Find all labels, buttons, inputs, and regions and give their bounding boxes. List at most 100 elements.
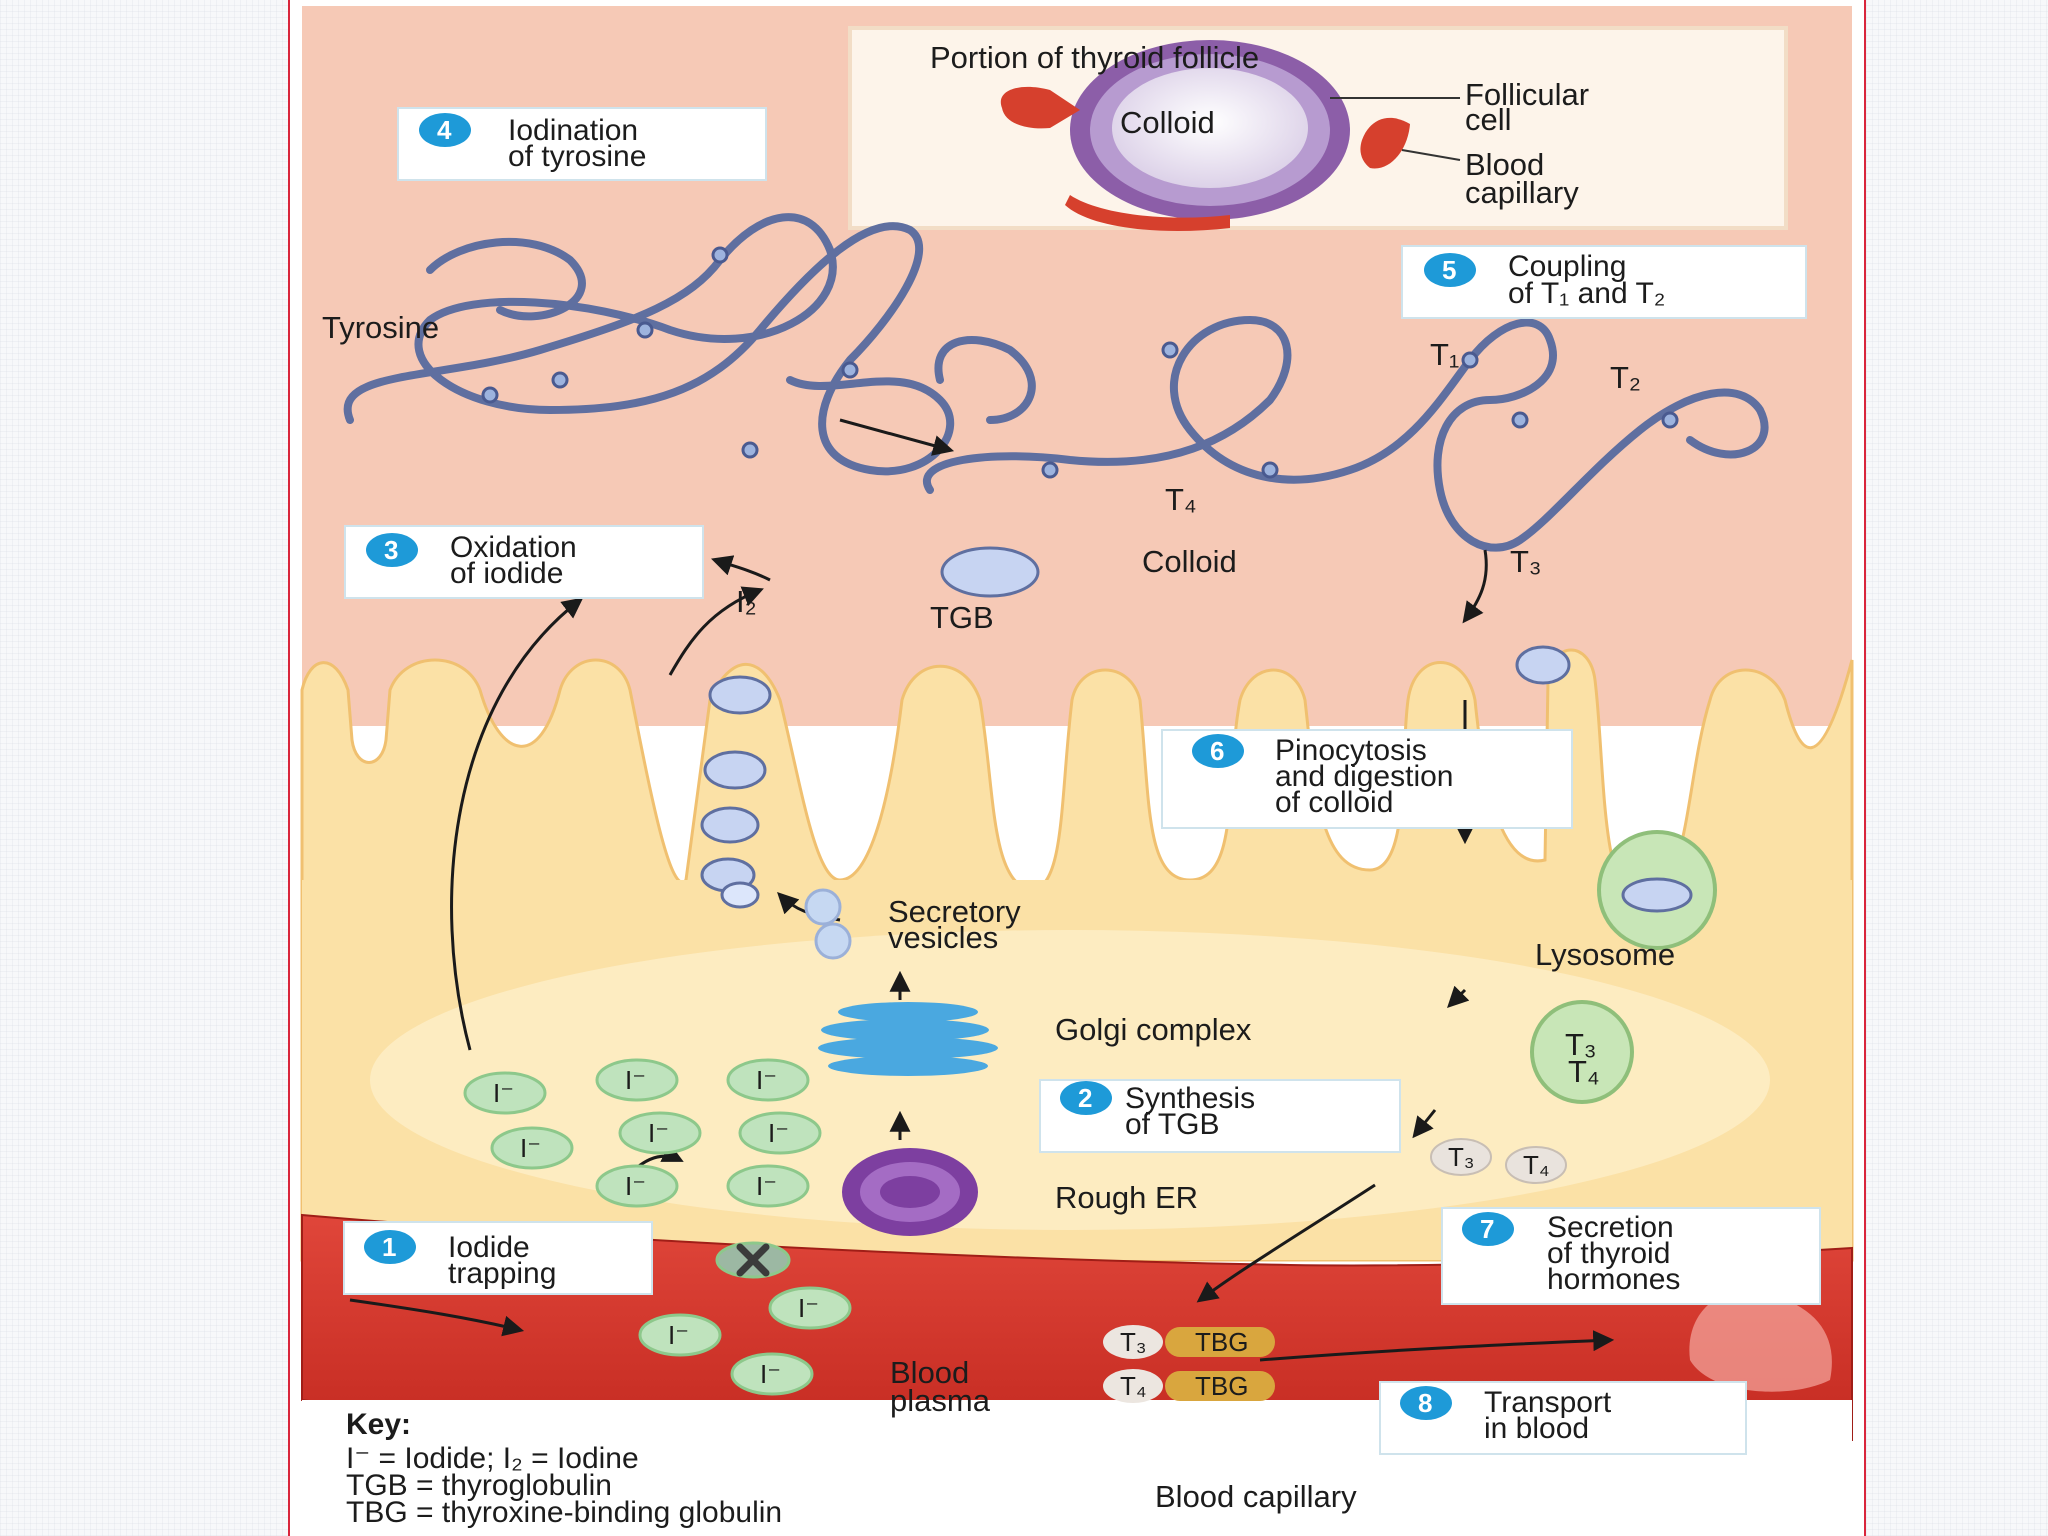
step-7-number: 7	[1480, 1214, 1494, 1244]
ion-label: I⁻	[648, 1118, 669, 1148]
step-1-line2: trapping	[448, 1257, 556, 1290]
blood-capillary-label: Blood capillary	[1155, 1479, 1357, 1514]
step-8-line2: in blood	[1484, 1412, 1589, 1445]
step-7-line3: hormones	[1547, 1263, 1680, 1296]
step-5-line1: Coupling	[1508, 250, 1626, 283]
key-line-3: TBG = thyroxine-binding globulin	[346, 1496, 782, 1529]
tbg-complexes: T₃ TBG T₄ TBG	[1103, 1325, 1275, 1403]
iodide-ions-cell-labels: I⁻ I⁻ I⁻ I⁻ I⁻ I⁻ I⁻ I⁻	[493, 1065, 789, 1201]
structure-labels: Tyrosine T₁ T₂ T₄ T₃ Colloid I₂ TGB Secr…	[322, 310, 1675, 1514]
released-t4-label: T₄	[1523, 1150, 1550, 1180]
blood-plasma-line1: Blood	[890, 1355, 969, 1390]
key-title: Key:	[346, 1408, 411, 1441]
step-6-line1: Pinocytosis	[1275, 734, 1427, 767]
step-2-number: 2	[1078, 1083, 1092, 1113]
inset-title: Portion of thyroid follicle	[930, 40, 1259, 75]
ion-label: I⁻	[520, 1133, 541, 1163]
thyroglobulin-chain-left	[343, 213, 955, 476]
inset-capillary-line2: capillary	[1465, 175, 1579, 210]
tyrosine-label: Tyrosine	[322, 310, 439, 345]
lysosome-t3-label: T₃	[1565, 1027, 1597, 1062]
ion-label: I⁻	[756, 1171, 777, 1201]
lysosome-label: Lysosome	[1535, 937, 1675, 972]
i2-label: I₂	[736, 584, 757, 619]
slide: Portion of thyroid follicle Colloid Foll…	[288, 0, 1866, 1536]
step-6-line2: and digestion	[1275, 760, 1453, 793]
ion-label: I⁻	[798, 1293, 819, 1323]
step-6-number: 6	[1210, 736, 1224, 766]
rough-er-label: Rough ER	[1055, 1180, 1198, 1215]
step-4-line1: Iodination	[508, 114, 638, 147]
tbg-t4-label: T₄	[1120, 1371, 1147, 1401]
key-legend: Key: I⁻ = Iodide; I₂ = Iodine TGB = thyr…	[346, 1408, 782, 1529]
inset-follicular-line1: Follicular	[1465, 77, 1589, 112]
step-3: 3 Oxidation of iodide	[344, 525, 704, 599]
thyroglobulin-chain-right	[923, 315, 1769, 552]
released-t3-label: T₃	[1448, 1142, 1474, 1172]
step-5-number: 5	[1442, 255, 1456, 285]
step-7: 7 Secretion of thyroid hormones	[1441, 1207, 1821, 1305]
ion-label: I⁻	[625, 1065, 646, 1095]
tbg-label-2: TBG	[1195, 1371, 1248, 1401]
t4-colloid-label: T₄	[1165, 482, 1197, 517]
golgi-complex	[818, 1002, 998, 1076]
ion-label: I⁻	[668, 1320, 689, 1350]
step-3-line1: Oxidation	[450, 531, 577, 564]
step-6-line3: of colloid	[1275, 786, 1393, 819]
step-1: 1 Iodide trapping	[343, 1221, 653, 1295]
inset-capillary-line1: Blood	[1465, 147, 1544, 182]
step-4: 4 Iodination of tyrosine	[397, 107, 767, 181]
secretory-vesicles	[804, 888, 852, 960]
transport-blocked-x-icon	[736, 1243, 770, 1277]
iodide-ions-blood-labels: I⁻ I⁻ I⁻	[668, 1293, 819, 1389]
step-4-line2: of tyrosine	[508, 140, 646, 173]
ion-label: I⁻	[760, 1359, 781, 1389]
follicle-inset: Portion of thyroid follicle Colloid Foll…	[848, 26, 1788, 232]
step-1-line1: Iodide	[448, 1231, 530, 1264]
t3-t4-released: T₃ T₄	[1430, 1138, 1567, 1184]
t1-label: T₁	[1430, 337, 1459, 372]
step-7-line2: of thyroid	[1547, 1237, 1670, 1270]
ion-label: I⁻	[756, 1065, 777, 1095]
lysosome-t4-label: T₄	[1568, 1054, 1600, 1089]
step-2-line2: of TGB	[1125, 1108, 1219, 1141]
ion-label: I⁻	[625, 1171, 646, 1201]
ion-label: I⁻	[493, 1078, 514, 1108]
step-7-line1: Secretion	[1547, 1211, 1674, 1244]
step-5: 5 Coupling of T₁ and T₂	[1401, 245, 1807, 319]
tgb-vesicle-path	[700, 546, 1571, 909]
inset-follicular-line2: cell	[1465, 102, 1512, 137]
secretory-line1: Secretory	[888, 894, 1021, 929]
step-8: 8 Transport in blood	[1379, 1381, 1747, 1455]
step-5-line2: of T₁ and T₂	[1508, 277, 1665, 310]
step-8-line1: Transport	[1484, 1386, 1612, 1419]
t2-label: T₂	[1610, 360, 1641, 395]
iodide-ions-cell	[463, 1058, 822, 1208]
colloid-label: Colloid	[1142, 544, 1237, 579]
lysosome-lower: T₃ T₄	[1530, 1000, 1634, 1104]
secretory-line2: vesicles	[888, 920, 998, 955]
key-line-2: TGB = thyroglobulin	[346, 1469, 612, 1502]
step-6: 6 Pinocytosis and digestion of colloid	[1161, 729, 1573, 829]
tgb-label: TGB	[930, 600, 994, 635]
step-4-number: 4	[437, 115, 452, 145]
inset-colloid-label: Colloid	[1120, 105, 1215, 140]
process-arrows	[349, 418, 1615, 1362]
blood-plasma-line2: plasma	[890, 1383, 991, 1418]
golgi-label: Golgi complex	[1055, 1012, 1252, 1047]
step-8-number: 8	[1418, 1388, 1432, 1418]
step-2: 2 Synthesis of TGB	[1039, 1079, 1401, 1153]
key-line-1: I⁻ = Iodide; I₂ = Iodine	[346, 1442, 639, 1475]
step-3-line2: of iodide	[450, 557, 563, 590]
ion-label: I⁻	[768, 1118, 789, 1148]
capillary-lumen-highlight	[1689, 1290, 1832, 1392]
step-3-number: 3	[384, 535, 398, 565]
tbg-label-1: TBG	[1195, 1327, 1248, 1357]
t3-colloid-label: T₃	[1510, 544, 1542, 579]
tyrosine-residues	[481, 246, 1679, 479]
lysosome-upper	[1597, 830, 1717, 950]
tbg-t3-label: T₃	[1120, 1327, 1146, 1357]
thyroid-hormone-diagram: Portion of thyroid follicle Colloid Foll…	[300, 6, 1854, 1536]
rough-er	[842, 1148, 978, 1236]
step-2-line1: Synthesis	[1125, 1082, 1255, 1115]
